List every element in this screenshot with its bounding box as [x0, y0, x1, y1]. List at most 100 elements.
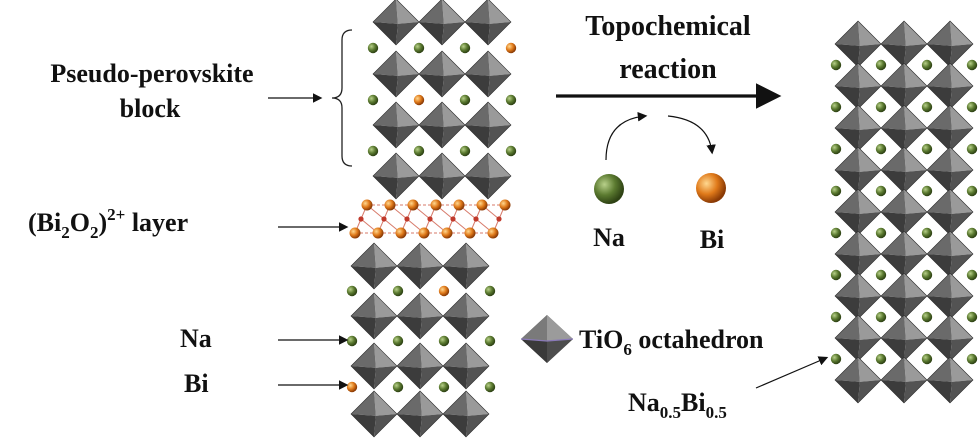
na-atom [966, 269, 978, 281]
bi-atom [476, 199, 488, 211]
na-atom [921, 353, 933, 365]
na-atom [875, 143, 887, 155]
na-atom [830, 269, 842, 281]
lower-perovskite-structure [346, 242, 496, 438]
tio6-octahedron [442, 292, 490, 340]
tio6-octahedron [880, 230, 928, 278]
na-atom [413, 145, 425, 157]
na-atom [459, 145, 471, 157]
pseudo-perovskite-block-structure [367, 0, 517, 200]
reaction-title-line1: Topochemical [585, 11, 751, 42]
na-atom [367, 145, 379, 157]
tio6-octahedron [442, 242, 490, 290]
tio6-octahedron [880, 104, 928, 152]
product-pointer-arrow [755, 356, 829, 389]
tio6-octahedron [880, 356, 928, 404]
bi-atom [349, 227, 361, 239]
na-atom [875, 353, 887, 365]
bi-atom [430, 199, 442, 211]
tio6-octahedron [880, 146, 928, 194]
tio6-octahedron [880, 272, 928, 320]
na-atom [505, 94, 517, 106]
tio6-octahedron [834, 230, 882, 278]
bi-atom [384, 199, 396, 211]
na-atom [966, 311, 978, 323]
tio6-octahedron [926, 314, 974, 362]
tio6-octahedron [372, 101, 420, 149]
bi-label: Bi [184, 369, 209, 398]
na-atom [392, 381, 404, 393]
na-atom [875, 185, 887, 197]
product-structure [830, 20, 978, 404]
na-atom [367, 42, 379, 54]
tio6-octahedron [418, 0, 466, 46]
na-atom [966, 353, 978, 365]
na-atom [921, 59, 933, 71]
exchange-arrow-right [667, 115, 716, 155]
na-atom [966, 185, 978, 197]
tio6-octahedron [442, 342, 490, 390]
tio6-octahedron [880, 62, 928, 110]
na-atom [830, 311, 842, 323]
tio6-octahedron-label: TiO6 octahedron [579, 325, 764, 359]
bi-atom [372, 227, 384, 239]
na-atom [921, 227, 933, 239]
bi2o2-layer-label: (Bi2O2)2+ layer [28, 205, 188, 242]
tio6-octahedron [396, 242, 444, 290]
tio6-octahedron [926, 188, 974, 236]
tio6-octahedron [880, 188, 928, 236]
na-atom [875, 59, 887, 71]
na-atom [966, 143, 978, 155]
bi-atom [407, 199, 419, 211]
na-atom [413, 42, 425, 54]
tio6-octahedron [926, 104, 974, 152]
na-atom [438, 381, 450, 393]
na-atom [875, 269, 887, 281]
bi-atom [413, 94, 425, 106]
block-label: block [120, 94, 181, 123]
bi-atom [505, 42, 517, 54]
tio6-octahedron [464, 152, 512, 200]
bi-atom [361, 199, 373, 211]
tio6-octahedron [834, 314, 882, 362]
bi-atom [346, 381, 358, 393]
tio6-octahedron [834, 188, 882, 236]
na-atom [459, 42, 471, 54]
na-atom [346, 335, 358, 347]
na-atom [484, 335, 496, 347]
na-atom [830, 227, 842, 239]
na-atom [392, 335, 404, 347]
na-atom [921, 311, 933, 323]
tio6-octahedron [350, 242, 398, 290]
tio6-octahedron [834, 146, 882, 194]
bi-atom [499, 199, 511, 211]
tio6-octahedron [418, 50, 466, 98]
tio6-octahedron [350, 390, 398, 438]
na-atom-icon [594, 174, 624, 204]
bi-atom [487, 227, 499, 239]
na-atom [966, 227, 978, 239]
na-label: Na [180, 324, 212, 353]
legend-na-label: Na [593, 223, 625, 252]
product-label: Na0.5Bi0.5 [628, 388, 727, 422]
tio6-octahedron [834, 20, 882, 68]
na-atom [875, 311, 887, 323]
tio6-octahedron [834, 62, 882, 110]
na-atom [830, 185, 842, 197]
legend-bi-label: Bi [700, 225, 725, 254]
na-atom [459, 94, 471, 106]
tio6-octahedron [396, 292, 444, 340]
tio6-octahedron [926, 20, 974, 68]
bi-atom [453, 199, 465, 211]
na-atom [921, 269, 933, 281]
na-atom [921, 101, 933, 113]
block-bracket [331, 29, 353, 167]
tio6-octahedron [464, 101, 512, 149]
bi-atom [441, 227, 453, 239]
tio6-octahedron [834, 356, 882, 404]
tio6-octahedron [880, 20, 928, 68]
exchange-arrow-left [605, 111, 648, 161]
tio6-octahedron [372, 0, 420, 46]
tio6-octahedron [926, 146, 974, 194]
